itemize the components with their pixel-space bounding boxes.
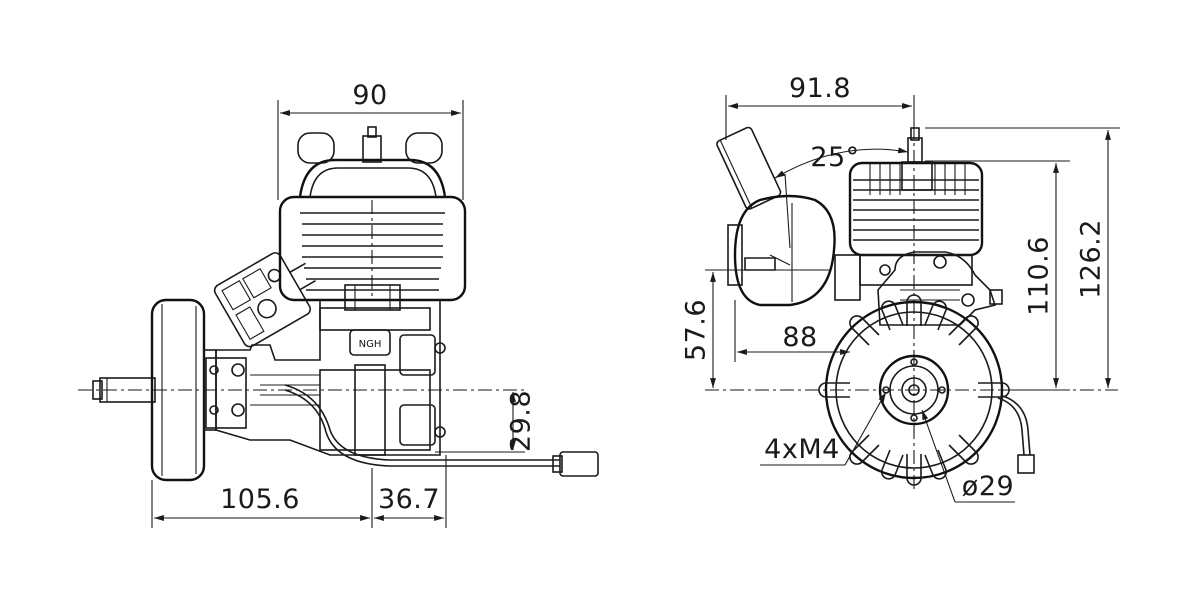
side-cylinder — [278, 126, 467, 311]
side-ignition-wire — [284, 384, 599, 477]
front-dim-angle: 25° — [774, 142, 909, 249]
front-dim-25-label: 25° — [810, 142, 859, 173]
front-dim-57-6: 57.6 — [681, 269, 830, 388]
front-dim-110-6: 110.6 — [925, 160, 1070, 391]
front-dim-126-2-label: 126.2 — [1076, 219, 1107, 299]
side-flywheel — [150, 298, 217, 482]
front-dim-88-label: 88 — [782, 322, 817, 353]
front-ignition-wire — [997, 395, 1035, 474]
side-dim-90-label: 90 — [352, 80, 387, 111]
front-dim-91-8-label: 91.8 — [789, 73, 851, 104]
side-dim-36-7-label: 36.7 — [378, 484, 440, 515]
front-leader-4xm4: 4xM4 — [760, 391, 887, 466]
side-dim-90: 90 — [277, 80, 464, 200]
front-dim-91-8: 91.8 — [725, 73, 915, 140]
side-dim-bottom: 105.6 36.7 — [151, 455, 447, 528]
front-dim-126-2: 126.2 — [925, 127, 1120, 388]
svg-text:NGH: NGH — [359, 339, 382, 350]
front-intake — [716, 126, 836, 307]
front-bolt-label: 4xM4 — [764, 434, 840, 465]
front-dim-88: 88 — [734, 300, 850, 362]
side-view: NGH — [78, 80, 599, 528]
side-dim-29-8: 29.8 — [435, 390, 537, 453]
front-flywheel-spokes — [818, 294, 1010, 486]
side-carburetor — [213, 252, 316, 348]
side-dim-105-6-label: 105.6 — [220, 484, 300, 515]
front-dim-110-6-label: 110.6 — [1024, 236, 1055, 316]
front-view: 91.8 25° 110.6 126.2 57.6 — [681, 73, 1120, 503]
front-leader-dia29: ø29 — [921, 409, 1015, 503]
side-crankshaft — [92, 377, 156, 403]
front-ignition — [877, 251, 1003, 326]
front-cylinder — [834, 127, 984, 301]
side-dim-29-8-label: 29.8 — [506, 390, 537, 452]
front-dia-label: ø29 — [962, 471, 1014, 502]
front-dim-57-6-label: 57.6 — [681, 299, 712, 361]
